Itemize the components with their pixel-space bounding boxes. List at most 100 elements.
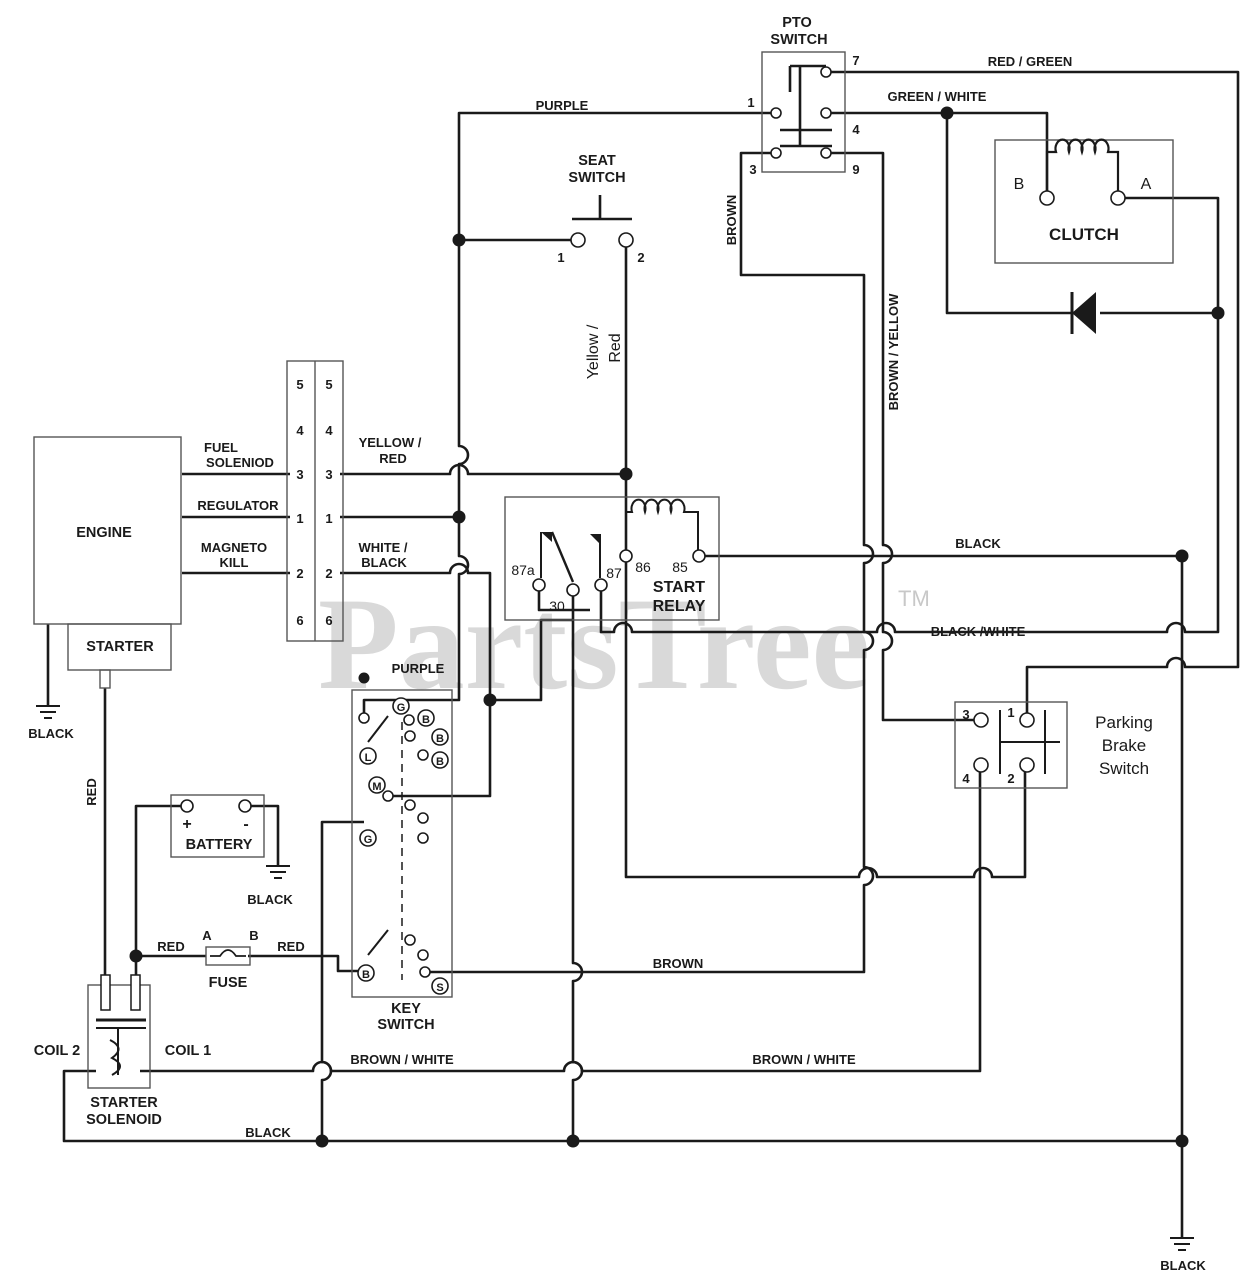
engine-title: ENGINE xyxy=(76,525,132,541)
connector: 5 4 3 1 2 6 5 4 3 1 2 6 xyxy=(286,360,344,642)
brake-pin: 2 xyxy=(1007,771,1014,786)
connector-pin-right: 4 xyxy=(325,423,333,438)
fuse-box xyxy=(205,946,251,966)
pto-switch: PTO SWITCH 1 7 4 3 9 xyxy=(747,15,860,177)
wire-white-black xyxy=(340,562,492,700)
wire-clutch-a xyxy=(599,196,1220,634)
fuse: A B FUSE xyxy=(202,928,258,991)
wire-battery-plus xyxy=(134,804,184,990)
label-green-white: GREEN / WHITE xyxy=(888,89,987,104)
clutch-a-label: A xyxy=(1141,176,1152,193)
pto-terminal xyxy=(770,147,782,159)
brake-title: Parking xyxy=(1095,713,1153,732)
key-letter-l: L xyxy=(359,747,377,765)
clutch-b-label: B xyxy=(1014,176,1025,193)
svg-text:G: G xyxy=(397,702,406,714)
label-white-black-2: BLACK xyxy=(361,555,407,570)
watermark-text: PartsTree xyxy=(318,570,870,717)
svg-text:G: G xyxy=(364,834,373,846)
key-terminal xyxy=(417,949,429,961)
junction-dot xyxy=(483,693,497,707)
battery-title: BATTERY xyxy=(186,837,253,853)
clutch-terminal-a xyxy=(1110,190,1126,206)
fuse-a: A xyxy=(202,928,212,943)
coil1-label: COIL 1 xyxy=(165,1043,211,1059)
svg-text:L: L xyxy=(365,752,372,764)
relay-terminal xyxy=(532,578,546,592)
label-brown-white-left: BROWN / WHITE xyxy=(350,1052,454,1067)
relay-terminal xyxy=(594,578,608,592)
pto-title: PTO xyxy=(782,15,812,31)
key-letter-b-bottom: B xyxy=(357,964,375,982)
label-yellow-red: YELLOW / xyxy=(359,435,422,450)
label-red-left: RED xyxy=(157,939,184,954)
label-ground-bottom: BLACK xyxy=(1160,1258,1206,1273)
fuel-solenoid-label: FUEL xyxy=(204,440,238,455)
wire-purple-top xyxy=(362,111,773,714)
magneto-label: MAGNETO xyxy=(201,540,267,555)
relay-pin: 85 xyxy=(672,559,688,575)
clutch-terminal-b xyxy=(1039,190,1055,206)
key-letter-b: B xyxy=(417,709,435,727)
ground-icon xyxy=(36,705,60,719)
key-terminal xyxy=(403,714,415,726)
brake-terminal xyxy=(1019,757,1035,773)
relay-terminal xyxy=(566,583,580,597)
wire-battery-minus xyxy=(246,804,280,866)
start-relay: 87a 30 87 86 85 START RELAY xyxy=(504,496,720,621)
brake-title-3: Switch xyxy=(1099,759,1149,778)
starter-box xyxy=(67,623,172,671)
wire-black-bottom xyxy=(62,1069,1182,1143)
key-letter-g-top: G xyxy=(392,697,410,715)
pto-terminal xyxy=(770,107,782,119)
label-purple-top: PURPLE xyxy=(536,98,589,113)
brake-terminal xyxy=(1019,712,1035,728)
ground-icon xyxy=(266,865,290,879)
key-letter-s: S xyxy=(431,977,449,995)
svg-text:B: B xyxy=(422,714,430,726)
regulator-label: REGULATOR xyxy=(197,498,279,513)
coil2-label: COIL 2 xyxy=(34,1043,80,1059)
pto-pin: 9 xyxy=(852,162,859,177)
relay-terminal xyxy=(692,549,706,563)
key-terminal xyxy=(404,799,416,811)
label-brown-vertical: BROWN xyxy=(724,195,739,246)
key-letter-m: M xyxy=(368,776,386,794)
label-red-vertical: RED xyxy=(84,778,99,805)
magneto-label-2: KILL xyxy=(220,555,249,570)
key-letter-g: G xyxy=(359,829,377,847)
solenoid-box xyxy=(87,984,151,1089)
relay-terminal xyxy=(619,549,633,563)
pto-terminal xyxy=(820,147,832,159)
connector-pin-left: 4 xyxy=(296,423,304,438)
label-black-bottom: BLACK xyxy=(245,1125,291,1140)
seat-switch: SEAT SWITCH 1 2 xyxy=(557,153,644,265)
brake-terminal xyxy=(973,712,989,728)
battery-plus: + xyxy=(182,816,191,833)
key-terminal xyxy=(417,832,429,844)
connector-pin-right: 1 xyxy=(325,511,332,526)
label-yellow-red-vertical: Yellow / xyxy=(585,324,602,379)
brake-title-2: Brake xyxy=(1102,736,1146,755)
relay-title-2: RELAY xyxy=(653,598,706,615)
svg-text:S: S xyxy=(436,982,443,994)
wire-key-m xyxy=(388,700,492,798)
brake-pin: 4 xyxy=(962,771,970,786)
key-switch-title-2: SWITCH xyxy=(377,1017,434,1033)
wire-brown-yellow xyxy=(829,151,977,722)
fuel-solenoid-label-2: SOLENIOD xyxy=(206,455,274,470)
battery-box xyxy=(170,794,265,858)
key-terminal xyxy=(404,730,416,742)
pto-terminal xyxy=(820,107,832,119)
connector-pin-left: 6 xyxy=(296,613,303,628)
pto-title-2: SWITCH xyxy=(770,32,827,48)
junction-dot xyxy=(358,672,370,684)
clutch-title: CLUTCH xyxy=(1049,225,1119,244)
pto-pin: 4 xyxy=(852,122,860,137)
fuse-b: B xyxy=(249,928,258,943)
fuse-title: FUSE xyxy=(209,975,248,991)
junction-dot xyxy=(129,949,143,963)
label-red-green: RED / GREEN xyxy=(988,54,1073,69)
junction-dot xyxy=(1175,549,1189,563)
junction-dot xyxy=(452,510,466,524)
